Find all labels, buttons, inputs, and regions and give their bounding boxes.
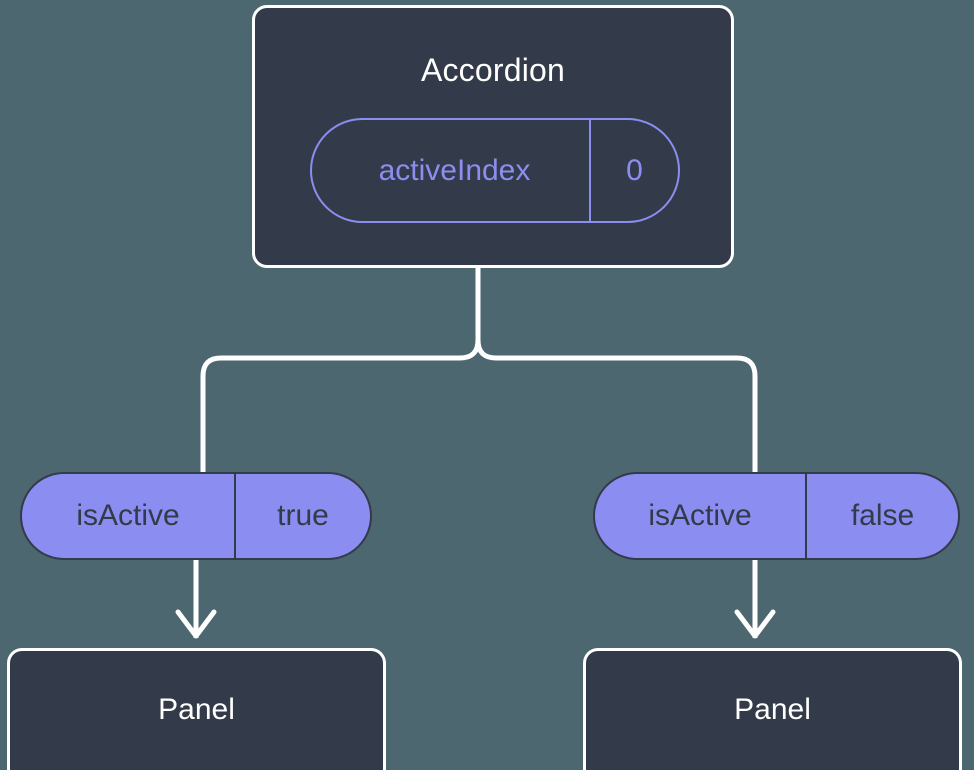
prop-pill-is-active-true[interactable]: isActive true bbox=[20, 472, 372, 560]
prop-pill-left-value: true bbox=[234, 474, 370, 558]
panel-node-left-title: Panel bbox=[158, 693, 235, 726]
accordion-node-title: Accordion bbox=[420, 52, 566, 88]
accordion-state-pill-value: 0 bbox=[589, 120, 678, 221]
prop-pill-left-key: isActive bbox=[76, 499, 180, 532]
arrow-left-head-icon bbox=[175, 609, 217, 639]
panel-node-right[interactable]: Panel bbox=[583, 648, 962, 770]
prop-pill-right-key: isActive bbox=[648, 499, 752, 532]
prop-pill-is-active-false[interactable]: isActive false bbox=[593, 472, 960, 560]
prop-pill-right-value: false bbox=[805, 474, 958, 558]
accordion-state-pill[interactable]: activeIndex 0 bbox=[310, 118, 680, 223]
accordion-state-pill-key: activeIndex bbox=[378, 153, 531, 187]
fork-connector-path bbox=[200, 265, 481, 477]
fork-connector-path-right bbox=[475, 265, 758, 477]
panel-node-left[interactable]: Panel bbox=[7, 648, 386, 770]
arrow-right-head-icon bbox=[734, 609, 776, 639]
panel-node-right-title: Panel bbox=[734, 693, 811, 726]
